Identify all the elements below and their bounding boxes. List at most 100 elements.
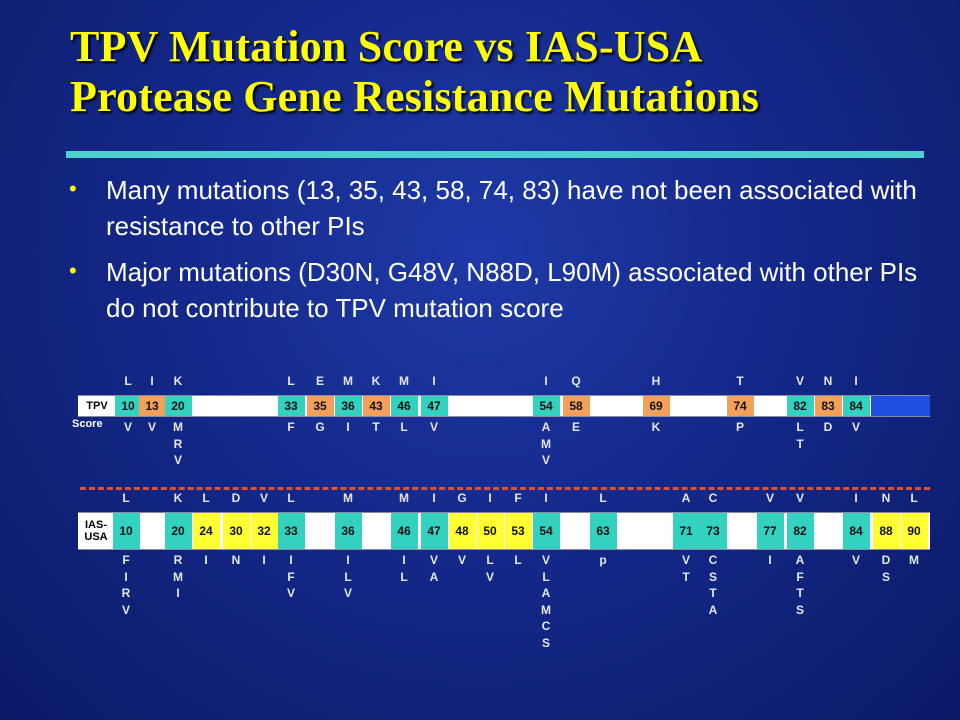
amino-acid-label: I <box>402 553 406 567</box>
amino-acid-label: L <box>796 420 804 434</box>
amino-acid-label: L <box>202 491 210 505</box>
amino-acid-label: K <box>371 374 381 388</box>
amino-acid-label: V <box>541 553 550 567</box>
amino-acid-label: I <box>346 553 350 567</box>
amino-acid-label: I <box>432 374 436 388</box>
tpv-position-13: 13 <box>138 396 166 416</box>
amino-acid-label: V <box>429 553 438 567</box>
amino-acid-label: C <box>541 619 551 633</box>
amino-acid-label: T <box>372 420 380 434</box>
tpv-position-83: 83 <box>814 396 842 416</box>
ias-position-88: 88 <box>872 513 900 549</box>
amino-acid-label: M <box>909 553 919 567</box>
tpv-row-label: TPV <box>86 400 108 412</box>
tpv-position-82: 82 <box>786 396 814 416</box>
tpv-position-54: 54 <box>532 396 560 416</box>
amino-acid-label: M <box>399 491 409 505</box>
amino-acid-label: L <box>287 374 295 388</box>
tpv-position-43: 43 <box>362 396 390 416</box>
amino-acid-label: C <box>708 553 718 567</box>
amino-acid-label: V <box>795 491 804 505</box>
amino-acid-label: I <box>262 553 266 567</box>
amino-acid-label: I <box>768 553 772 567</box>
amino-acid-label: N <box>823 374 833 388</box>
ias-position-30: 30 <box>222 513 250 549</box>
amino-acid-label: M <box>541 436 551 451</box>
amino-acid-label: T <box>736 374 744 388</box>
bullet-icon: • <box>69 176 77 201</box>
title-line-1: TPV Mutation Score vs IAS-USA <box>70 22 703 71</box>
amino-acid-label: K <box>173 491 183 505</box>
amino-acid-label: S <box>541 635 550 650</box>
amino-acid-label: I <box>204 553 208 567</box>
amino-acid-label: V <box>286 586 295 600</box>
amino-acid-label: G <box>315 420 325 434</box>
bullet-icon: • <box>69 258 77 283</box>
amino-acid-label: V <box>795 374 804 388</box>
tpv-position-74: 74 <box>726 396 754 416</box>
amino-acid-label: L <box>486 553 494 567</box>
amino-acid-label: A <box>681 491 691 505</box>
amino-acid-label: G <box>457 491 467 505</box>
tpv-score-caption: Score <box>72 418 103 430</box>
bullet-text: Major mutations (D30N, G48V, N88D, L90M)… <box>106 257 918 323</box>
amino-acid-label: D <box>881 553 891 567</box>
amino-acid-label: A <box>708 602 718 617</box>
amino-acid-label: p <box>599 553 607 567</box>
amino-acid-label: D <box>231 491 241 505</box>
amino-acid-label: N <box>231 553 241 567</box>
amino-acid-label: V <box>123 420 132 434</box>
tpv-position-20: 20 <box>164 396 192 416</box>
title-underline <box>66 151 924 158</box>
amino-acid-label: I <box>124 569 128 584</box>
amino-acid-label: R <box>173 553 183 567</box>
bullet-item: • Many mutations (13, 35, 43, 58, 74, 83… <box>66 172 936 244</box>
amino-acid-label: L <box>514 553 522 567</box>
amino-acid-label: Q <box>571 374 581 388</box>
amino-acid-label: F <box>287 420 295 434</box>
amino-acid-label: T <box>796 436 804 451</box>
amino-acid-label: I <box>176 586 180 600</box>
amino-acid-label: A <box>429 569 439 584</box>
ias-position-24: 24 <box>192 513 220 549</box>
amino-acid-label: I <box>289 553 293 567</box>
tpv-position-10: 10 <box>114 396 142 416</box>
amino-acid-label: T <box>682 569 690 584</box>
ias-position-36: 36 <box>334 513 362 549</box>
amino-acid-label: F <box>287 569 295 584</box>
amino-acid-label: S <box>881 569 890 584</box>
amino-acid-label: V <box>121 602 130 617</box>
tpv-position-33: 33 <box>277 396 305 416</box>
amino-acid-label: P <box>735 420 744 434</box>
amino-acid-label: S <box>795 602 804 617</box>
ias-position-77: 77 <box>756 513 784 549</box>
amino-acid-label: T <box>796 586 804 600</box>
amino-acid-label: I <box>432 491 436 505</box>
tpv-bar-end-segment <box>871 396 930 416</box>
amino-acid-label: M <box>343 374 353 388</box>
amino-acid-label: F <box>796 569 804 584</box>
amino-acid-label: V <box>851 553 860 567</box>
amino-acid-label: V <box>429 420 438 434</box>
ias-position-63: 63 <box>589 513 617 549</box>
ias-position-71: 71 <box>672 513 700 549</box>
amino-acid-label: V <box>485 569 494 584</box>
amino-acid-label: I <box>488 491 492 505</box>
tpv-position-46: 46 <box>390 396 418 416</box>
ias-row-label: IAS-USA <box>78 513 114 549</box>
ias-position-47: 47 <box>420 513 448 549</box>
ias-position-10: 10 <box>112 513 140 549</box>
title-line-2: Protease Gene Resistance Mutations <box>70 72 760 121</box>
amino-acid-label: I <box>854 374 858 388</box>
ias-position-73: 73 <box>699 513 727 549</box>
ias-position-33: 33 <box>277 513 305 549</box>
bullet-list: • Many mutations (13, 35, 43, 58, 74, 83… <box>66 172 936 336</box>
amino-acid-label: V <box>457 553 466 567</box>
slide-title: TPV Mutation Score vs IAS-USA Protease G… <box>70 22 940 122</box>
ias-position-82: 82 <box>786 513 814 549</box>
amino-acid-label: L <box>122 491 130 505</box>
amino-acid-label: V <box>343 586 352 600</box>
amino-acid-label: E <box>571 420 580 434</box>
